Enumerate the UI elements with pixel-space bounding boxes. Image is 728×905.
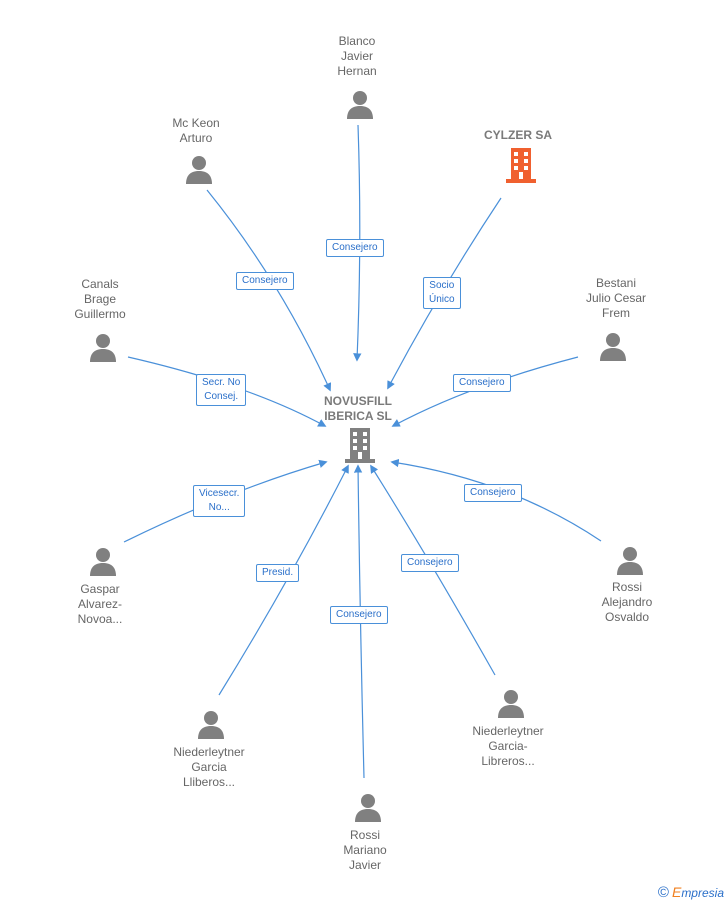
- person-label-nieder2[interactable]: Niederleytner Garcia- Libreros...: [472, 724, 544, 768]
- edge-label-mckeon[interactable]: Consejero: [236, 272, 294, 290]
- brand-initial: E: [671, 884, 682, 900]
- edge-label-rossim[interactable]: Consejero: [330, 606, 388, 624]
- center-company-label[interactable]: NOVUSFILL IBERICA SL: [324, 394, 392, 423]
- person-icon: [498, 690, 524, 718]
- edge-label-cylzer[interactable]: Socio Único: [423, 277, 461, 309]
- person-icon: [198, 711, 224, 739]
- person-icon: [617, 547, 643, 575]
- person-label-gaspar[interactable]: Gaspar Alvarez- Novoa...: [77, 582, 123, 626]
- person-label-rossia[interactable]: Rossi Alejandro Osvaldo: [601, 580, 653, 624]
- cylzer-company-label[interactable]: CYLZER SA: [483, 128, 552, 142]
- person-label-nieder1[interactable]: Niederleytner Garcia Lliberos...: [173, 745, 245, 789]
- edge-label-nieder2[interactable]: Consejero: [401, 554, 459, 572]
- edge-label-gaspar[interactable]: Vicesecr. No...: [193, 485, 246, 517]
- person-label-mckeon[interactable]: Mc Keon Arturo: [172, 116, 220, 145]
- person-icon: [347, 91, 373, 119]
- edge-label-rossia[interactable]: Consejero: [464, 484, 522, 502]
- building-icon: [506, 148, 536, 183]
- person-label-rossim[interactable]: Rossi Mariano Javier: [343, 828, 387, 872]
- edge-label-bestani[interactable]: Consejero: [453, 374, 511, 392]
- building-icon: [345, 428, 375, 463]
- person-label-bestani[interactable]: Bestani Julio Cesar Frem: [585, 276, 647, 320]
- edge-line: [206, 189, 332, 392]
- person-label-blanco[interactable]: Blanco Javier Hernan: [337, 34, 377, 78]
- copyright-icon: ©: [657, 884, 669, 901]
- brand-name: mpresia: [681, 886, 724, 900]
- person-icon: [600, 333, 626, 361]
- edge-label-blanco[interactable]: Consejero: [326, 239, 384, 257]
- person-label-canals[interactable]: Canals Brage Guillermo: [74, 277, 126, 321]
- person-icon: [90, 548, 116, 576]
- person-icon: [90, 334, 116, 362]
- person-icon: [355, 794, 381, 822]
- footer-brand[interactable]: ©Empresia: [658, 884, 724, 901]
- edge-label-nieder1[interactable]: Presid.: [256, 564, 300, 582]
- edge-label-canals[interactable]: Secr. No Consej.: [196, 374, 247, 406]
- person-icon: [186, 156, 212, 184]
